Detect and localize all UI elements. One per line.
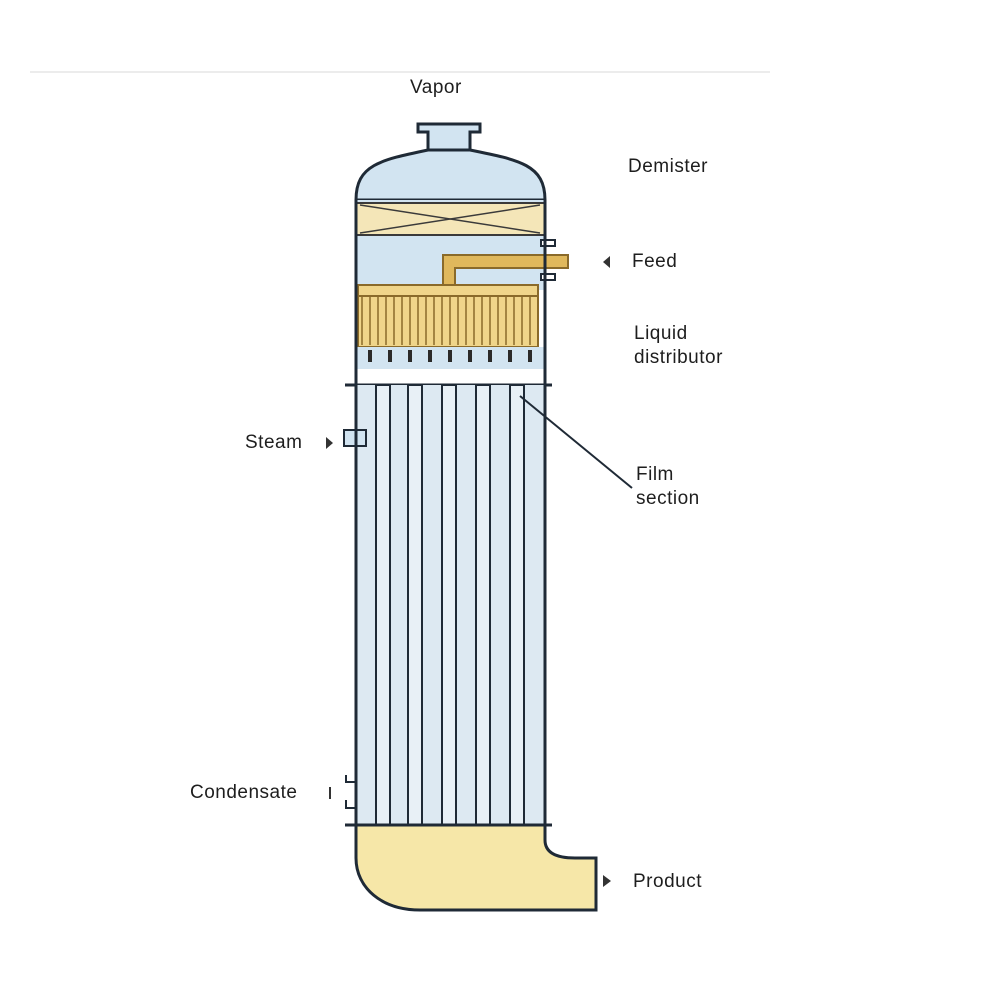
liquid-distributor-box (357, 284, 539, 348)
steam-arrow-icon (326, 437, 333, 449)
condensate-outlet-nozzle (345, 775, 356, 809)
steam-label: Steam (245, 432, 303, 453)
product-arrow-icon (603, 875, 611, 887)
evaporator-tube (375, 384, 391, 826)
distributor-nozzle (368, 350, 372, 362)
liquid-distributor-label-line2: distributor (634, 347, 723, 368)
distributor-nozzle (448, 350, 452, 362)
distributor-slats (358, 295, 538, 345)
feed-flange-bottom (540, 273, 556, 281)
distributor-nozzles (368, 350, 532, 362)
evaporator-tube (407, 384, 423, 826)
demister-mesh (356, 202, 545, 236)
demister-label: Demister (628, 156, 709, 177)
distributor-nozzle (388, 350, 392, 362)
evaporator-tube (475, 384, 491, 826)
evaporator-tube (509, 384, 525, 826)
product-label: Product (633, 871, 702, 892)
vapor-label: Vapor (410, 77, 462, 98)
feed-arrow-icon (603, 256, 610, 268)
liquid-sump (354, 823, 598, 912)
distributor-nozzle (468, 350, 472, 362)
feed-flange-top (540, 239, 556, 247)
film-section-leader (519, 395, 633, 489)
distributor-nozzle (528, 350, 532, 362)
feed-label: Feed (632, 251, 678, 272)
condensate-label: Condensate (190, 782, 298, 803)
distributor-nozzle (508, 350, 512, 362)
film-section-label-line2: section (636, 488, 700, 509)
distributor-nozzle (428, 350, 432, 362)
top-dome (354, 148, 547, 202)
distributor-nozzle (488, 350, 492, 362)
evaporator-tube (441, 384, 457, 826)
vapor-outlet-nozzle (416, 122, 482, 152)
tube-bundle (375, 384, 525, 826)
distributor-nozzle (408, 350, 412, 362)
liquid-distributor-label-line1: Liquid (634, 323, 688, 344)
film-section-label-line1: Film (636, 464, 674, 485)
